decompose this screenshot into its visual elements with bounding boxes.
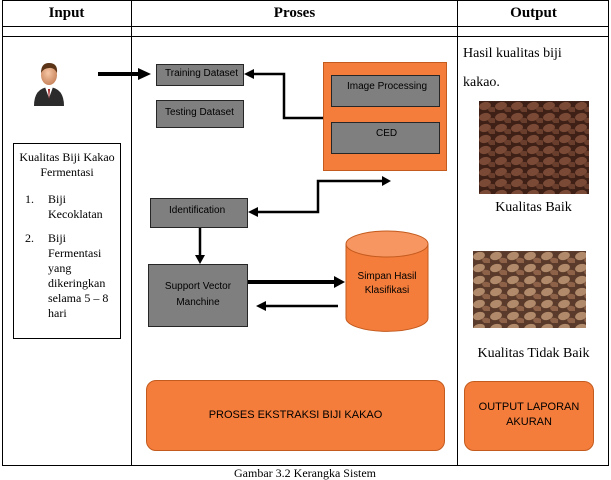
- user-icon: [34, 63, 64, 106]
- header-input: Input: [48, 5, 85, 21]
- header-proses: Proses: [273, 5, 316, 21]
- image-processing-box: Image Processing: [331, 75, 440, 107]
- table-frame: [2, 0, 609, 466]
- bad-beans-image: [473, 251, 586, 328]
- storage-cylinder-icon: [345, 230, 429, 332]
- testing-dataset-box: Testing Dataset: [156, 100, 244, 128]
- criteria-item-1: Biji Kecoklatan: [48, 192, 103, 221]
- output-report-box: OUTPUT LAPORAN AKURAN: [464, 381, 594, 451]
- criteria-box: Kualitas Biji Kakao Fermentasi 1. Biji K…: [13, 143, 121, 339]
- column-divider-1: [131, 0, 132, 466]
- header-divider-2: [2, 36, 609, 37]
- criteria-num-2: 2.: [25, 231, 34, 245]
- training-dataset-box: Training Dataset: [156, 64, 244, 86]
- header-divider: [2, 26, 609, 27]
- criteria-item-2: Biji Fermentasi yang dikeringkan selama …: [48, 231, 109, 320]
- criteria-num-1: 1.: [25, 192, 34, 206]
- good-beans-image: [479, 101, 589, 194]
- identification-box: Identification: [150, 198, 248, 228]
- bad-quality-label: Kualitas Tidak Baik: [477, 346, 590, 361]
- ced-box: CED: [331, 122, 440, 154]
- header-output: Output: [510, 5, 557, 21]
- figure-caption: Gambar 3.2 Kerangka Sistem: [234, 466, 376, 480]
- svm-box: Support Vector Manchine: [148, 264, 248, 327]
- input-arrow: [98, 68, 151, 80]
- output-result-title: Hasil kualitas biji kakao.: [463, 46, 562, 90]
- extraction-process-box: PROSES EKSTRAKSI BIJI KAKAO: [146, 380, 445, 451]
- storage-label: Simpan Hasil Klasifikasi: [357, 271, 417, 296]
- column-divider-2: [457, 0, 458, 466]
- criteria-title: Kualitas Biji Kakao Fermentasi: [19, 150, 115, 179]
- good-quality-label: Kualitas Baik: [495, 200, 572, 215]
